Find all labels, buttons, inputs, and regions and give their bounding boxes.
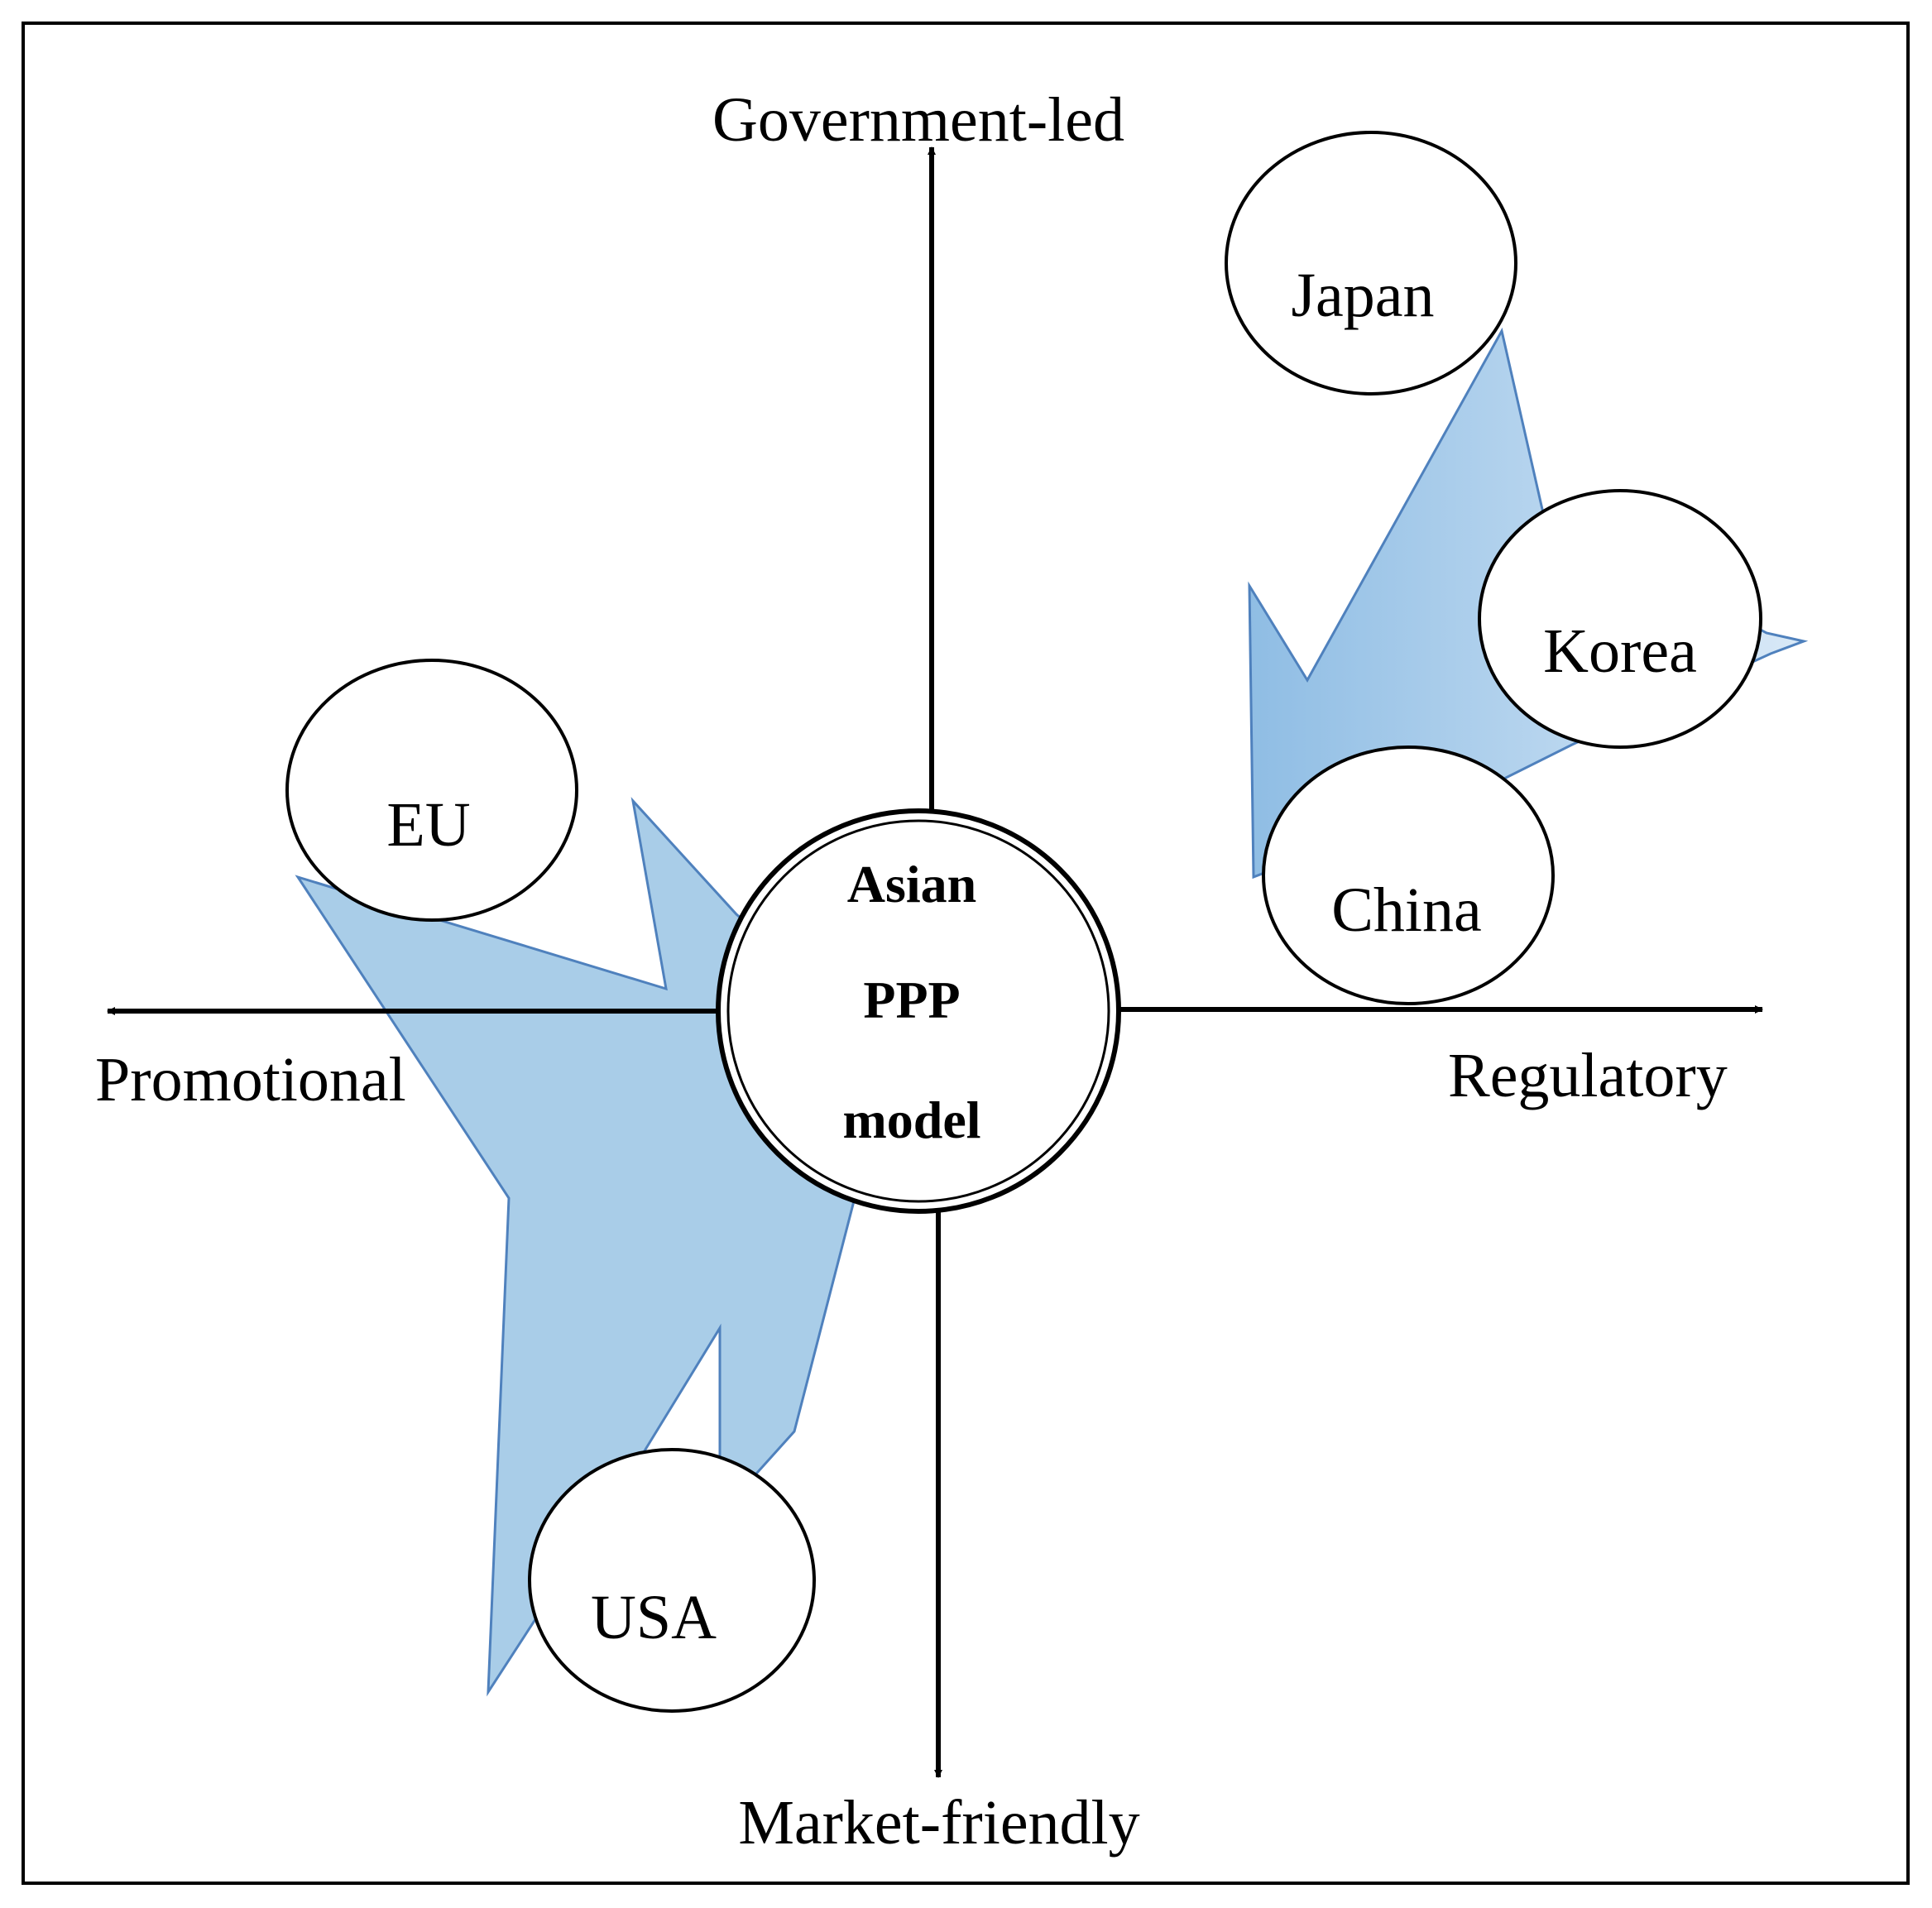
node-japan: Japan xyxy=(1225,131,1517,396)
center-label-line-3: model xyxy=(842,1091,980,1149)
node-japan-ellipse xyxy=(1225,131,1517,396)
center-label-line-1: Asian xyxy=(847,855,977,913)
node-korea-ellipse xyxy=(1478,489,1762,749)
axis-label-left: Promotional xyxy=(95,1045,406,1115)
node-korea: Korea xyxy=(1478,489,1762,749)
node-usa-label: USA xyxy=(591,1583,717,1652)
center-circle-outer xyxy=(716,808,1121,1214)
node-usa-ellipse xyxy=(528,1448,816,1713)
axis-label-bottom: Market-friendly xyxy=(738,1788,1139,1858)
node-japan-label: Japan xyxy=(1291,261,1434,330)
node-china: China xyxy=(1262,745,1555,1005)
node-eu-label: EU xyxy=(386,790,470,860)
node-china-ellipse xyxy=(1262,745,1555,1005)
node-eu: EU xyxy=(285,659,578,922)
node-eu-ellipse xyxy=(285,659,578,922)
node-usa: USA xyxy=(528,1448,816,1713)
node-korea-label: Korea xyxy=(1543,616,1697,686)
node-china-label: China xyxy=(1331,875,1482,945)
center-label-line-2: PPP xyxy=(863,971,960,1029)
center-circle-inner xyxy=(726,819,1110,1203)
axis-label-right: Regulatory xyxy=(1448,1041,1728,1110)
center-node: Asian PPP model xyxy=(716,808,1121,1214)
axis-label-top: Government-led xyxy=(712,85,1124,155)
